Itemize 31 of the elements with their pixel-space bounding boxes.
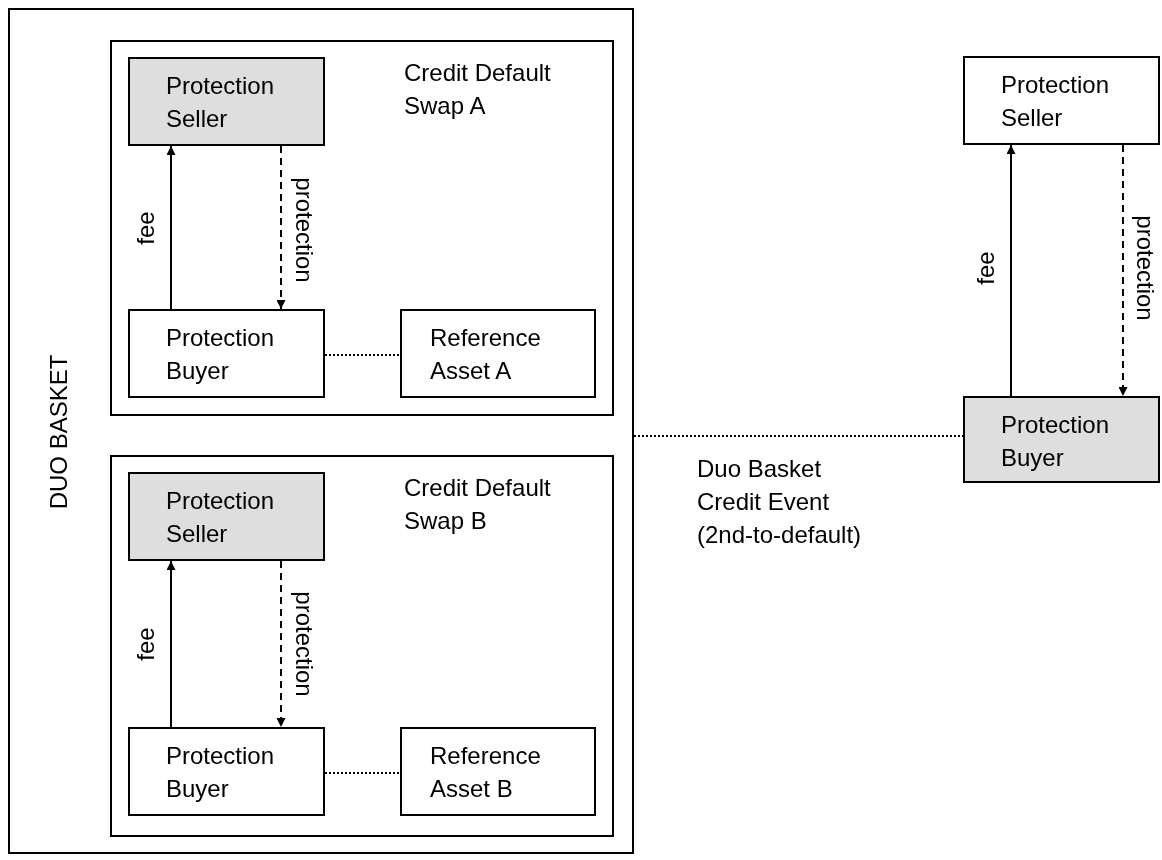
process-box (128, 57, 325, 146)
node-text: Protection Buyer (166, 323, 276, 386)
node-text: Reference Asset B (430, 741, 542, 804)
connector-line (633, 435, 964, 437)
arrow (276, 145, 286, 310)
node-text: Protection Seller (1001, 70, 1111, 133)
group-title: Credit Default Swap A (404, 58, 552, 121)
arrow (1006, 144, 1016, 397)
group-frame (8, 8, 634, 854)
process-box (963, 56, 1160, 145)
process-box (128, 727, 325, 816)
process-box (128, 309, 325, 398)
arrow (276, 560, 286, 728)
group-box (110, 455, 614, 837)
process-box (963, 396, 1160, 483)
group-title: DUO BASKET (43, 354, 73, 510)
process-box (400, 727, 596, 816)
node-text: Protection Buyer (166, 741, 276, 804)
node-text: Reference Asset A (430, 323, 542, 386)
process-box (128, 472, 325, 561)
group-box (110, 40, 614, 416)
connector-line (324, 772, 401, 774)
arrow (166, 560, 176, 728)
node-text: Protection Seller (166, 486, 276, 549)
arrow (1118, 144, 1128, 397)
connector-line (324, 354, 401, 356)
process-box (400, 309, 596, 398)
node-text: Protection Buyer (1001, 410, 1111, 473)
node-text: Protection Seller (166, 71, 276, 134)
arrow (166, 145, 176, 310)
group-title: Credit Default Swap B (404, 473, 552, 536)
